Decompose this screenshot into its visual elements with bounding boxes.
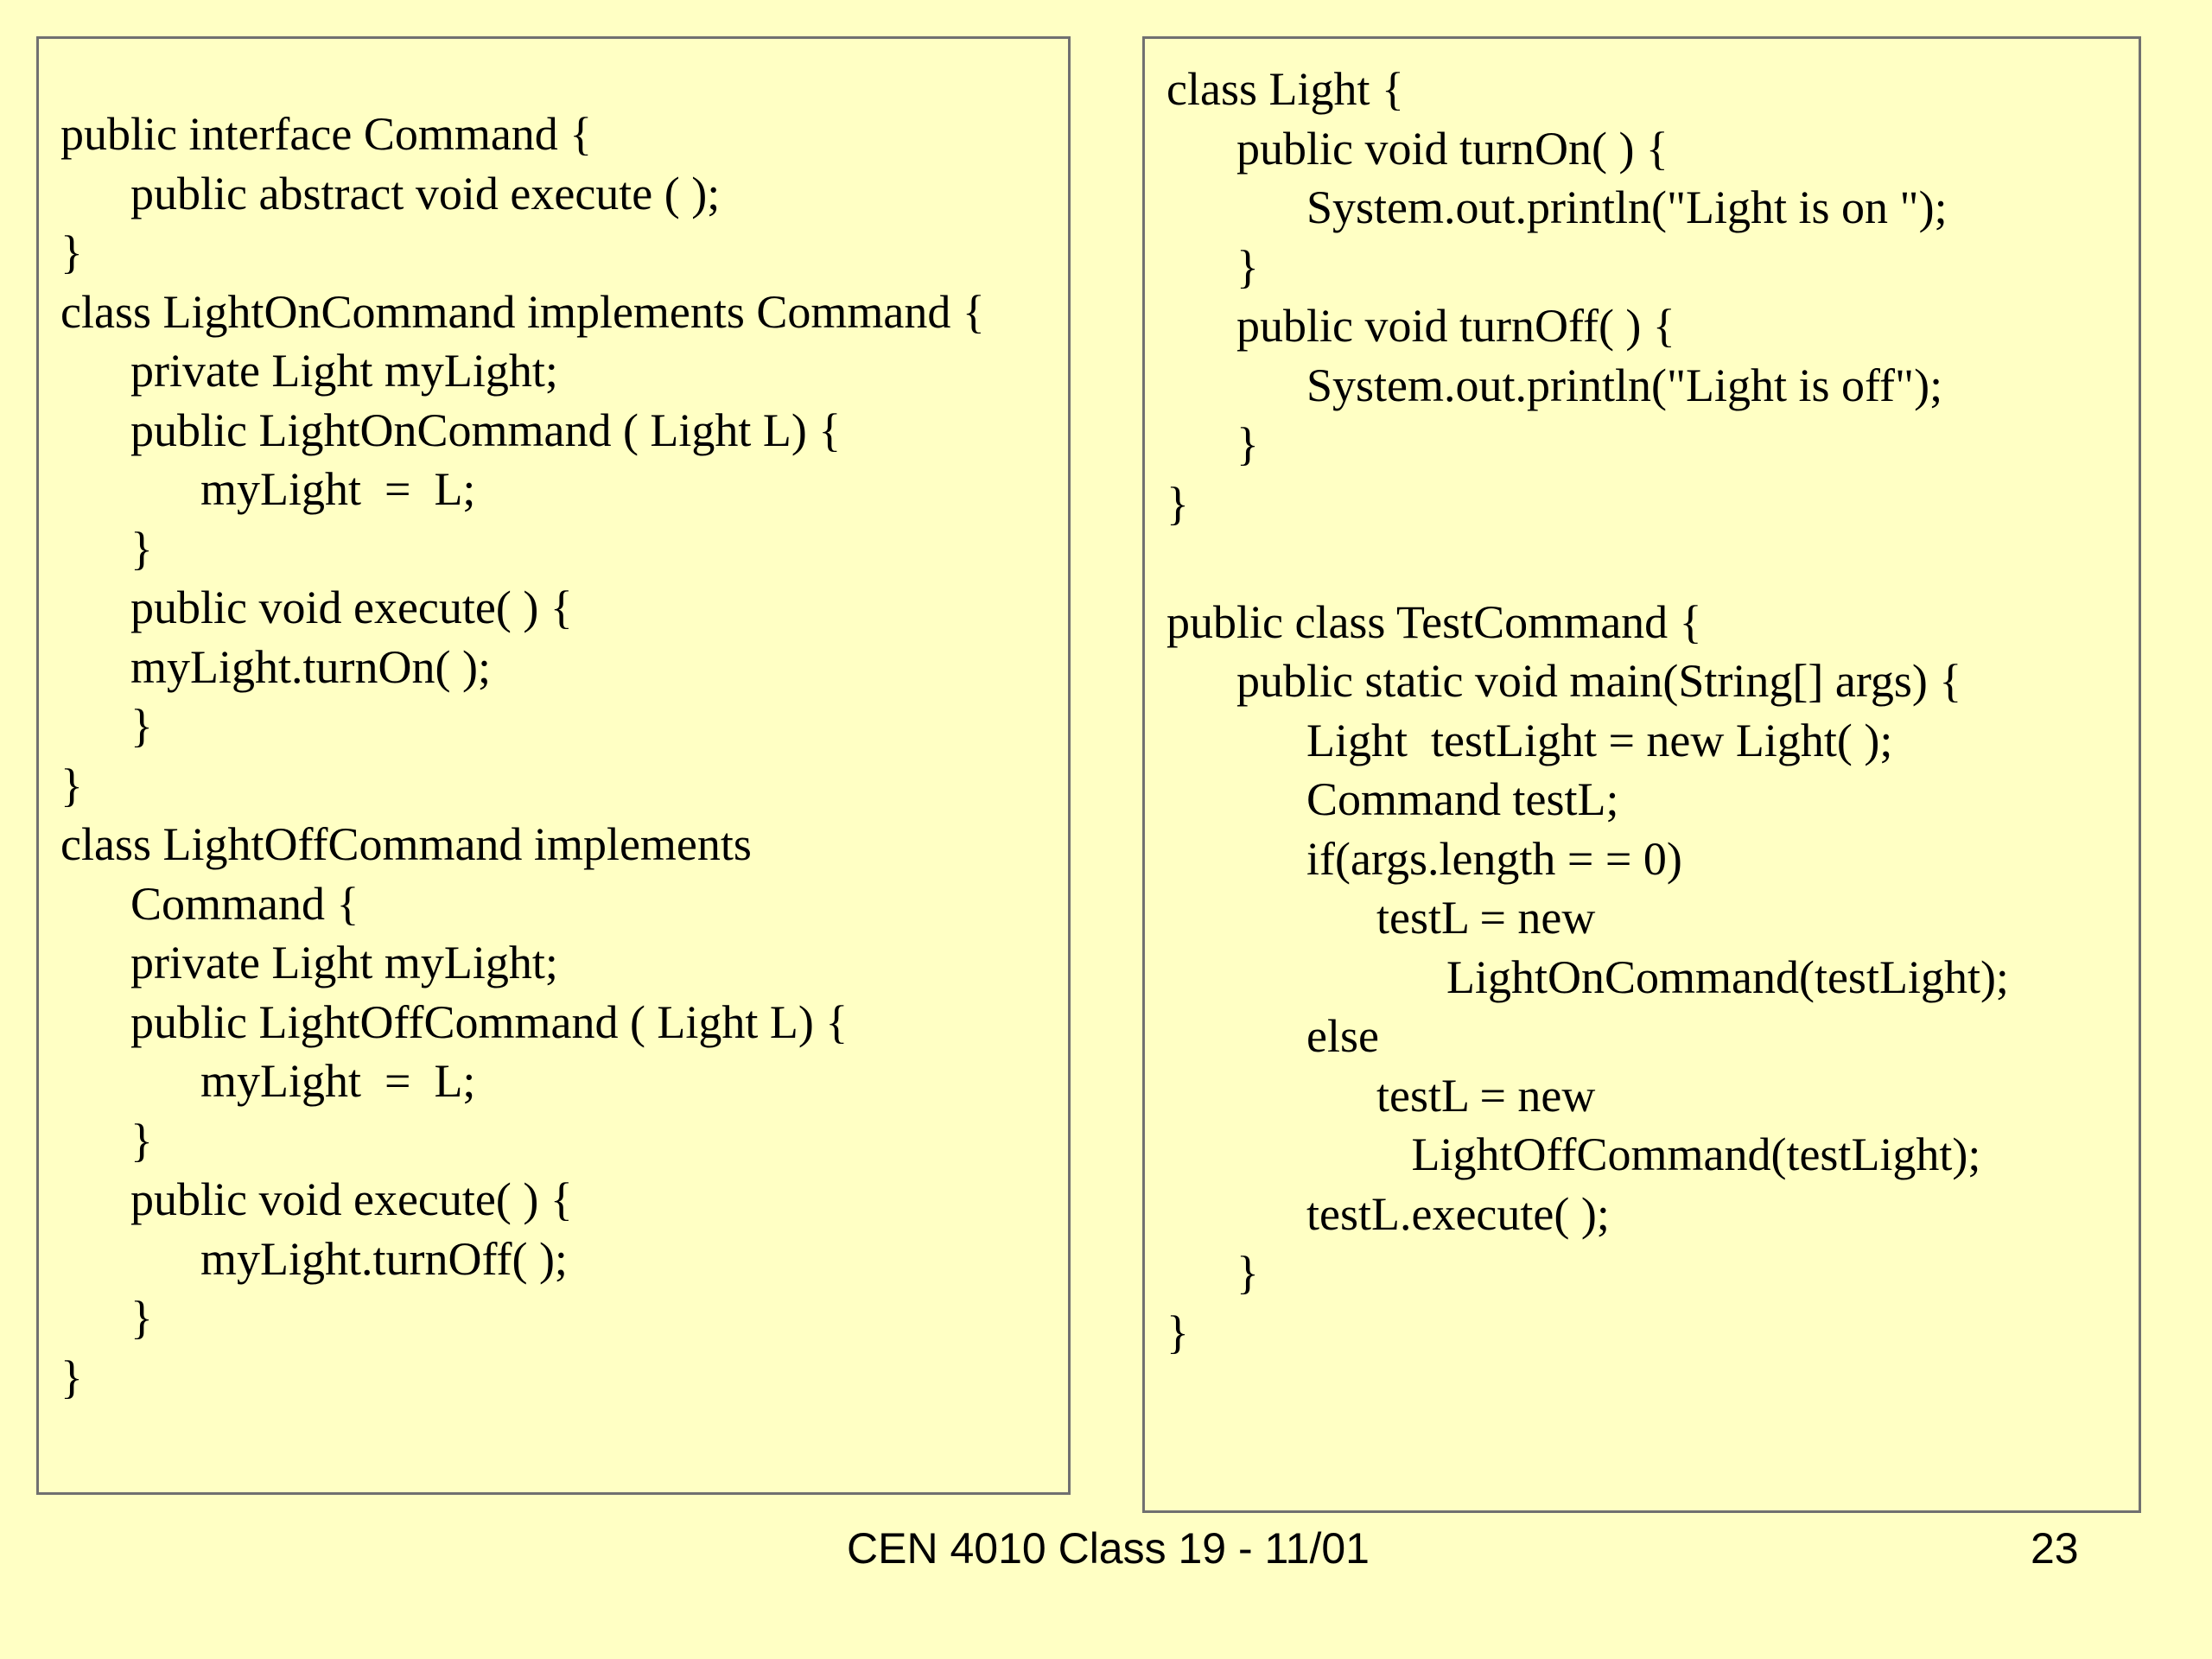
slide-page-number: 23 bbox=[2031, 1524, 2079, 1573]
code-line: Command { bbox=[130, 877, 359, 930]
code-line: public abstract void execute ( ); bbox=[130, 167, 721, 219]
code-line: private Light myLight; bbox=[130, 937, 558, 988]
code-line: public LightOnCommand ( Light L) { bbox=[130, 404, 842, 456]
code-line: } bbox=[1166, 477, 1189, 530]
code-line: else bbox=[1306, 1010, 1379, 1062]
code-line: } bbox=[130, 522, 153, 575]
code-line: } bbox=[60, 226, 83, 278]
code-line: public interface Command { bbox=[60, 108, 593, 160]
code-line: } bbox=[1236, 1247, 1259, 1299]
code-line: myLight = L; bbox=[200, 1055, 476, 1107]
code-line: } bbox=[130, 1114, 153, 1166]
code-line: System.out.println("Light is on "); bbox=[1306, 181, 1948, 233]
left-code-panel: public interface Command { public abstrac… bbox=[36, 36, 1071, 1495]
code-line: class LightOffCommand implements bbox=[60, 818, 752, 870]
code-line: private Light myLight; bbox=[130, 345, 558, 397]
code-line: } bbox=[1236, 240, 1259, 293]
code-line: } bbox=[130, 1292, 153, 1344]
code-line: public void turnOn( ) { bbox=[1236, 122, 1669, 175]
code-line: public LightOffCommand ( Light L) { bbox=[130, 995, 849, 1048]
code-line: if(args.length = = 0) bbox=[1306, 832, 1682, 885]
code-line: testL.execute( ); bbox=[1306, 1187, 1610, 1240]
code-line: testL = new bbox=[1376, 892, 1596, 944]
code-line: } bbox=[130, 700, 153, 752]
code-line: LightOffCommand(testLight); bbox=[1411, 1128, 1981, 1180]
code-line: testL = new bbox=[1376, 1069, 1596, 1122]
code-line: myLight.turnOn( ); bbox=[130, 640, 491, 693]
code-line: myLight.turnOff( ); bbox=[200, 1232, 568, 1285]
code-line: myLight = L; bbox=[200, 463, 476, 515]
code-line: } bbox=[1166, 1306, 1189, 1358]
code-line: class LightOnCommand implements Command … bbox=[60, 285, 985, 338]
code-line: public void execute( ) { bbox=[130, 1173, 573, 1225]
right-code-panel: class Light { public void turnOn( ) { Syst… bbox=[1142, 36, 2141, 1513]
code-line: LightOnCommand(testLight); bbox=[1446, 950, 2009, 1003]
code-line: Light testLight = new Light( ); bbox=[1306, 714, 1893, 766]
code-line: class Light { bbox=[1166, 63, 1404, 115]
code-line: } bbox=[60, 1351, 83, 1403]
footer-course-label: CEN 4010 Class 19 - 11/01 bbox=[847, 1524, 1370, 1573]
code-line: Command testL; bbox=[1306, 773, 1619, 825]
code-line: public static void main(String[] args) { bbox=[1236, 655, 1962, 707]
code-line: public void turnOff( ) { bbox=[1236, 300, 1675, 352]
code-line: public class TestCommand { bbox=[1166, 595, 1702, 648]
code-line: public void execute( ) { bbox=[130, 582, 573, 633]
code-line: } bbox=[60, 759, 83, 811]
code-line: } bbox=[1236, 418, 1259, 470]
code-line: System.out.println("Light is off"); bbox=[1306, 359, 1943, 411]
